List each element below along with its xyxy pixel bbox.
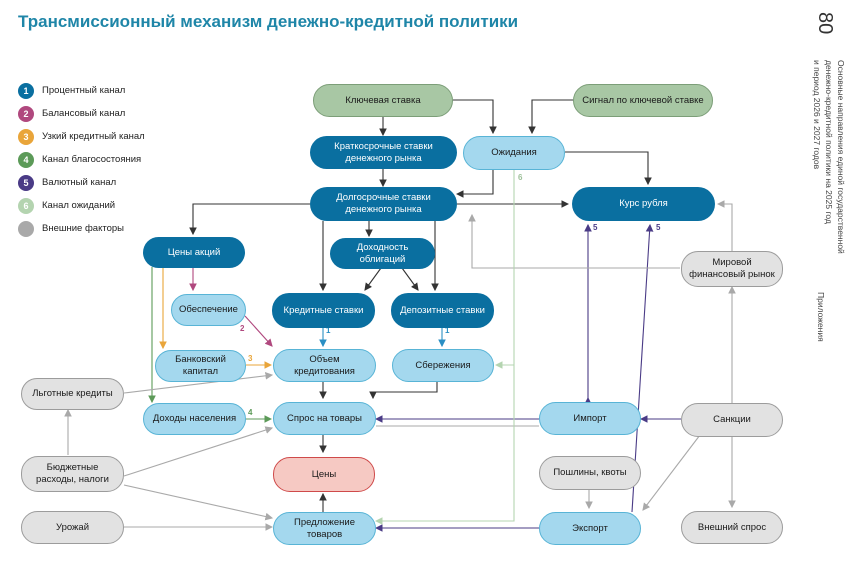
sidebar-divider	[790, 0, 791, 563]
legend-label: Канал благосостояния	[42, 154, 142, 165]
legend-label: Процентный канал	[42, 85, 126, 96]
legend-badge: 5	[18, 175, 34, 191]
node-world-market: Мировой финансовый рынок	[681, 251, 783, 287]
page-number: 80	[814, 12, 836, 35]
node-external-demand: Внешний спрос	[681, 511, 783, 544]
legend-badge: 4	[18, 152, 34, 168]
arrow	[244, 315, 273, 347]
section-label: Приложения	[816, 292, 826, 342]
node-sanctions: Санкции	[681, 403, 783, 437]
channel-label: 1	[326, 326, 331, 335]
side-caption-line: Основные направления единой государствен…	[836, 60, 846, 254]
node-credit-rates: Кредитные ставки	[272, 293, 375, 328]
arrow	[374, 170, 515, 525]
page-title: Трансмиссионный механизм денежно-кредитн…	[18, 12, 519, 31]
node-short-rates: Краткосрочные ставки денежного рынка	[310, 136, 457, 169]
arrow	[716, 200, 733, 258]
arrow	[369, 382, 438, 400]
node-expectations: Ожидания	[463, 136, 565, 170]
legend-badge: 3	[18, 129, 34, 145]
node-bank-capital: Банковский капитал	[155, 350, 246, 382]
channel-label: 5	[593, 223, 598, 232]
legend-label: Узкий кредитный канал	[42, 131, 145, 142]
legend-label: Внешние факторы	[42, 223, 124, 234]
node-stock-prices: Цены акций	[143, 237, 245, 268]
node-budget: Бюджетные расходы, налоги	[21, 456, 124, 492]
arrow	[565, 151, 652, 186]
legend-label: Балансовый канал	[42, 108, 126, 119]
node-ruble-rate: Курс рубля	[572, 187, 715, 221]
arrow	[455, 170, 494, 198]
node-key-rate-signal: Сигнал по ключевой ставке	[573, 84, 713, 117]
node-credit-volume: Объем кредитования	[273, 349, 376, 382]
arrow	[189, 203, 310, 236]
node-bond-yield: Доходность облигаций	[330, 238, 435, 269]
arrow	[364, 267, 382, 291]
arrow	[123, 426, 274, 477]
channel-label: 3	[248, 354, 253, 363]
legend-badge: 6	[18, 198, 34, 214]
node-savings: Сбережения	[392, 349, 494, 382]
node-key-rate: Ключевая ставка	[313, 84, 453, 117]
arrow	[468, 213, 680, 269]
arrow	[123, 371, 274, 394]
channel-label: 5	[656, 223, 661, 232]
legend-label: Валютный канал	[42, 177, 117, 188]
node-deposit-rates: Депозитные ставки	[391, 293, 494, 328]
channel-label: 2	[240, 324, 245, 333]
channel-label: 4	[248, 408, 253, 417]
node-goods-demand: Спрос на товары	[273, 402, 376, 435]
node-harvest: Урожай	[21, 511, 124, 544]
node-preferential-loans: Льготные кредиты	[21, 378, 124, 410]
node-goods-supply: Предложение товаров	[273, 512, 376, 545]
arrow	[453, 99, 497, 135]
channel-label: 6	[518, 173, 523, 182]
node-exports: Экспорт	[539, 512, 641, 545]
legend-badge	[18, 221, 34, 237]
side-caption-line: и период 2026 и 2027 годов	[812, 60, 822, 170]
channel-label: 1	[445, 326, 450, 335]
legend-label: Канал ожиданий	[42, 200, 116, 211]
node-imports: Импорт	[539, 402, 641, 435]
node-collateral: Обеспечение	[171, 294, 246, 326]
node-prices: Цены	[273, 457, 375, 492]
arrow	[642, 434, 701, 511]
node-duties: Пошлины, квоты	[539, 456, 641, 490]
node-long-rates: Долгосрочные ставки денежного рынка	[310, 187, 457, 221]
arrow	[528, 99, 573, 135]
node-household-income: Доходы населения	[143, 403, 246, 435]
side-caption-line: денежно-кредитной политики на 2025 год	[824, 60, 834, 224]
legend-badge: 2	[18, 106, 34, 122]
legend-badge: 1	[18, 83, 34, 99]
arrow	[123, 484, 274, 521]
arrow	[401, 267, 419, 291]
